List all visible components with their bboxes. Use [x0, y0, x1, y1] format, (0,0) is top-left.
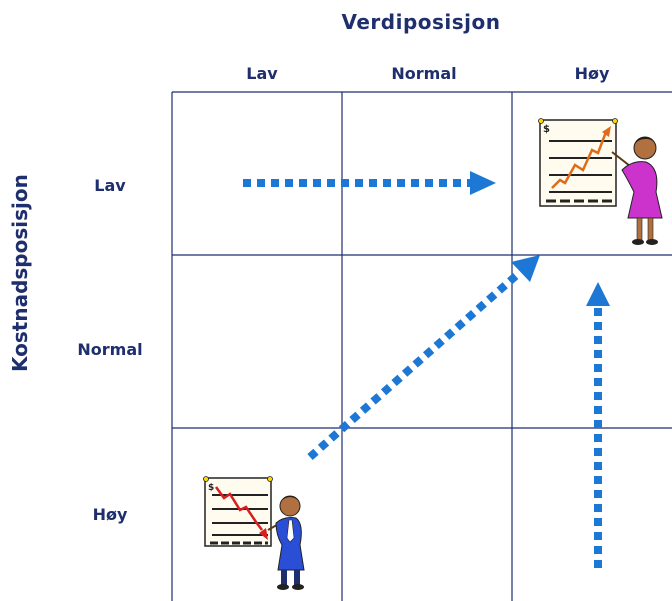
column-label-low: Lav — [246, 64, 278, 83]
dollar-symbol: $ — [543, 124, 550, 135]
presenter-decline-chart-icon: $ — [203, 476, 305, 590]
presenter-growth-chart-icon: $ — [538, 118, 663, 245]
value-position-title: Verdiposisjon — [341, 10, 501, 34]
dollar-symbol: $ — [208, 483, 214, 493]
dotted-arrow-up-icon — [586, 282, 610, 568]
row-label-normal: Normal — [77, 340, 143, 359]
column-label-normal: Normal — [391, 64, 457, 83]
column-label-high: Høy — [574, 64, 610, 83]
dotted-arrow-right-icon — [243, 171, 496, 195]
dotted-arrow-diagonal-icon — [307, 255, 540, 461]
row-label-high: Høy — [92, 505, 128, 524]
grid — [171, 91, 672, 601]
row-label-low: Lav — [94, 176, 126, 195]
